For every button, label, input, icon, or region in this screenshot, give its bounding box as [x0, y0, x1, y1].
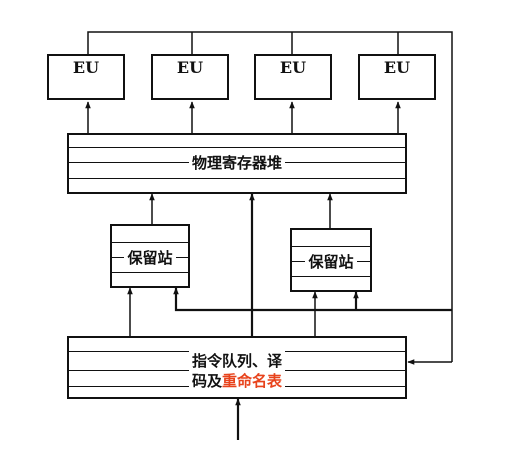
eu-label-1: EU	[72, 57, 100, 77]
rename-table-highlight: 重命名表	[222, 372, 283, 390]
reservation-station-label-1: 保留站	[124, 246, 176, 268]
register-file-label: 物理寄存器堆	[188, 151, 285, 173]
instruction-queue-line1: 指令队列、译	[188, 350, 285, 371]
eu-box-3	[254, 54, 332, 100]
result-bus	[173, 287, 452, 312]
eu-label-2: EU	[176, 57, 204, 77]
instruction-queue-line2: 码及重命名表	[188, 370, 286, 391]
eu-feedback-bus	[87, 31, 453, 362]
eu-label-3: EU	[279, 57, 307, 77]
eu-box-4	[358, 54, 436, 100]
instruction-queue-line2-prefix: 码及	[191, 372, 222, 390]
reservation-station-1	[110, 224, 190, 288]
eu-label-4: EU	[383, 57, 411, 77]
eu-box-2	[151, 54, 229, 100]
eu-box-1	[47, 54, 125, 100]
reservation-station-label-2: 保留站	[305, 250, 357, 272]
